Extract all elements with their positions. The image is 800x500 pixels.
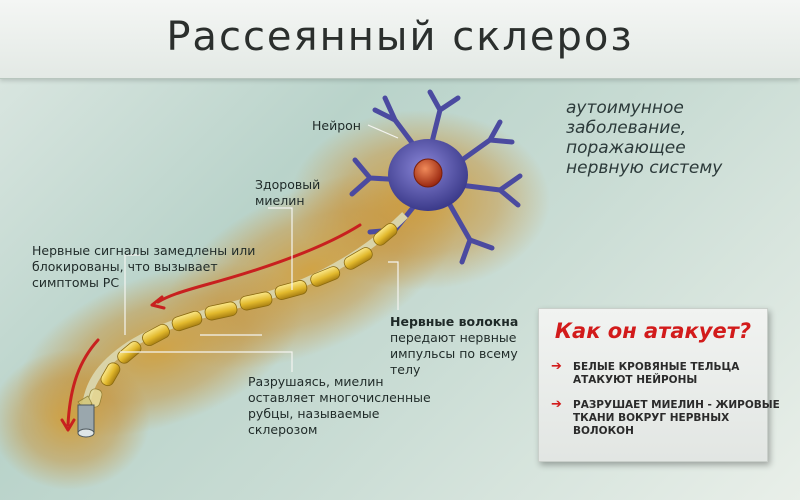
label-healthy-myelin: Здоровый миелин (255, 177, 321, 208)
attack-panel: Как он атакует? ➔ БЕЛЫЕ КРОВЯНЫЕ ТЕЛЬЦА … (538, 308, 780, 462)
signal-arrows (60, 223, 362, 432)
label-destroyed: Разрушаясь, миелин оставляет многочислен… (248, 374, 431, 437)
leader-lines (120, 124, 399, 372)
attack-item-text: РАЗРУШАЕТ МИЕЛИН - ЖИРОВЫЕ ТКАНИ ВОКРУГ … (573, 399, 780, 437)
neuron-nucleus (413, 158, 443, 188)
label-signals: Нервные сигналы замедлены или блокирован… (32, 243, 256, 290)
subtitle: аутоимунное заболевание, поражающее нерв… (566, 98, 723, 178)
label-fibers-rest: передают нервные импульсы по всему телу (390, 330, 518, 377)
attack-title: Как он атакует? (554, 319, 752, 343)
attack-item: ➔ РАЗРУШАЕТ МИЕЛИН - ЖИРОВЫЕ ТКАНИ ВОКРУ… (551, 397, 783, 438)
attack-item: ➔ БЕЛЫЕ КРОВЯНЫЕ ТЕЛЬЦА АТАКУЮТ НЕЙРОНЫ (551, 359, 783, 387)
fiber-end (77, 404, 95, 438)
label-fibers-bold: Нервные волокна (390, 314, 519, 329)
label-fibers: Нервные волокна передают нервные импульс… (390, 314, 530, 378)
arrow-right-icon: ➔ (551, 397, 562, 412)
label-neuron: Нейрон (312, 118, 361, 133)
arrow-right-icon: ➔ (551, 359, 562, 374)
title-bar: Рассеянный склероз (0, 0, 800, 79)
attack-item-text: БЕЛЫЕ КРОВЯНЫЕ ТЕЛЬЦА АТАКУЮТ НЕЙРОНЫ (573, 361, 740, 386)
page-title: Рассеянный склероз (166, 14, 634, 60)
